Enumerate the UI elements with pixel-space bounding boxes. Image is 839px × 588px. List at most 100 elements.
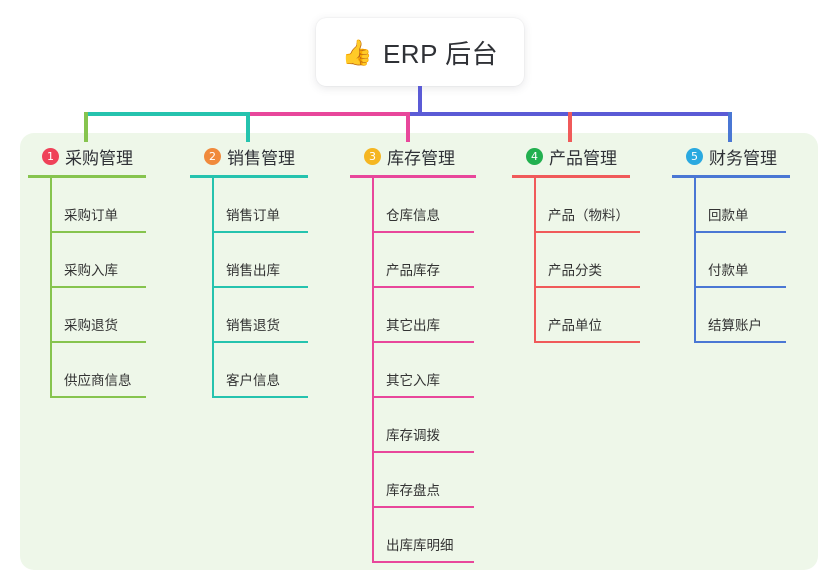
menu-item-underline — [372, 396, 474, 398]
menu-item[interactable]: 付款单 — [694, 233, 817, 288]
menu-item-label: 销售订单 — [226, 208, 280, 223]
category-column: 1 采购管理采购订单采购入库采购退货供应商信息 — [28, 143, 178, 398]
category-title: 库存管理 — [387, 148, 455, 168]
category-underline — [28, 175, 146, 178]
menu-item-underline — [372, 231, 474, 233]
diagram-background-panel — [20, 133, 818, 570]
root-connector-stem — [418, 86, 422, 114]
menu-item[interactable]: 产品分类 — [534, 233, 662, 288]
menu-item-label: 回款单 — [708, 208, 749, 223]
menu-item-underline — [50, 286, 146, 288]
menu-item-label: 产品（物料） — [548, 208, 629, 223]
menu-item-underline — [694, 286, 786, 288]
menu-item-label: 产品分类 — [548, 263, 602, 278]
menu-item-underline — [694, 231, 786, 233]
menu-item[interactable]: 销售退货 — [212, 288, 340, 343]
category-underline — [672, 175, 790, 178]
menu-item-underline — [534, 231, 640, 233]
menu-item[interactable]: 采购订单 — [50, 178, 178, 233]
thumbs-up-icon: 👍 — [341, 37, 373, 67]
item-spine — [534, 178, 536, 343]
menu-item-label: 其它出库 — [386, 318, 440, 333]
menu-item-underline — [372, 561, 474, 563]
menu-item[interactable]: 库存盘点 — [372, 453, 500, 508]
category-number-badge: 1 — [42, 147, 59, 165]
menu-item-label: 出库库明细 — [386, 538, 454, 553]
category-number-badge: 2 — [204, 147, 221, 165]
category-underline — [512, 175, 630, 178]
item-spine — [694, 178, 696, 343]
menu-item[interactable]: 产品库存 — [372, 233, 500, 288]
menu-item[interactable]: 采购入库 — [50, 233, 178, 288]
menu-item-underline — [212, 286, 308, 288]
menu-item[interactable]: 采购退货 — [50, 288, 178, 343]
menu-item-label: 其它入库 — [386, 373, 440, 388]
menu-item-label: 产品单位 — [548, 318, 602, 333]
category-title: 采购管理 — [65, 148, 133, 168]
connector-drop — [406, 112, 410, 142]
menu-item-underline — [534, 341, 640, 343]
menu-item[interactable]: 其它出库 — [372, 288, 500, 343]
item-spine — [50, 178, 52, 398]
menu-item-underline — [50, 231, 146, 233]
category-header[interactable]: 4 产品管理 — [512, 143, 662, 169]
category-underline — [350, 175, 476, 178]
menu-item[interactable]: 产品（物料） — [534, 178, 662, 233]
menu-item[interactable]: 销售出库 — [212, 233, 340, 288]
menu-item-label: 客户信息 — [226, 373, 280, 388]
category-title: 财务管理 — [709, 148, 777, 168]
connector-segment — [406, 112, 572, 116]
menu-item-label: 销售退货 — [226, 318, 280, 333]
menu-item-underline — [534, 286, 640, 288]
menu-item-underline — [372, 451, 474, 453]
menu-item-underline — [372, 286, 474, 288]
category-number-badge: 5 — [686, 147, 703, 165]
menu-item-label: 库存盘点 — [386, 483, 440, 498]
category-number-badge: 4 — [526, 147, 543, 165]
menu-item-underline — [694, 341, 786, 343]
menu-item-label: 销售出库 — [226, 263, 280, 278]
category-item-list: 仓库信息产品库存其它出库其它入库库存调拨库存盘点出库库明细 — [350, 178, 500, 563]
category-item-list: 销售订单销售出库销售退货客户信息 — [190, 178, 340, 398]
category-header[interactable]: 1 采购管理 — [28, 143, 178, 169]
item-spine — [212, 178, 214, 398]
connector-drop — [84, 112, 88, 142]
menu-item-label: 供应商信息 — [64, 373, 132, 388]
menu-item-underline — [372, 341, 474, 343]
menu-item-label: 仓库信息 — [386, 208, 440, 223]
menu-item[interactable]: 回款单 — [694, 178, 817, 233]
connector-segment — [568, 112, 732, 116]
menu-item-label: 采购订单 — [64, 208, 118, 223]
menu-item[interactable]: 库存调拨 — [372, 398, 500, 453]
category-item-list: 采购订单采购入库采购退货供应商信息 — [28, 178, 178, 398]
menu-item-label: 采购退货 — [64, 318, 118, 333]
connector-drop — [728, 112, 732, 142]
category-item-list: 回款单付款单结算账户 — [672, 178, 817, 343]
menu-item[interactable]: 结算账户 — [694, 288, 817, 343]
category-item-list: 产品（物料） 产品分类产品单位 — [512, 178, 662, 343]
menu-item[interactable]: 出库库明细 — [372, 508, 500, 563]
root-node-card[interactable]: 👍 ERP 后台 — [316, 18, 524, 86]
menu-item-underline — [212, 341, 308, 343]
category-column: 4 产品管理产品（物料） 产品分类产品单位 — [512, 143, 662, 343]
menu-item[interactable]: 其它入库 — [372, 343, 500, 398]
menu-item[interactable]: 销售订单 — [212, 178, 340, 233]
connector-drop — [568, 112, 572, 142]
menu-item-underline — [212, 231, 308, 233]
item-spine — [372, 178, 374, 563]
menu-item[interactable]: 仓库信息 — [372, 178, 500, 233]
menu-item-underline — [212, 396, 308, 398]
category-header[interactable]: 5 财务管理 — [672, 143, 817, 169]
menu-item-underline — [50, 396, 146, 398]
menu-item-label: 库存调拨 — [386, 428, 440, 443]
menu-item[interactable]: 客户信息 — [212, 343, 340, 398]
menu-item[interactable]: 供应商信息 — [50, 343, 178, 398]
menu-item[interactable]: 产品单位 — [534, 288, 662, 343]
category-title: 产品管理 — [549, 148, 617, 168]
menu-item-label: 付款单 — [708, 263, 749, 278]
